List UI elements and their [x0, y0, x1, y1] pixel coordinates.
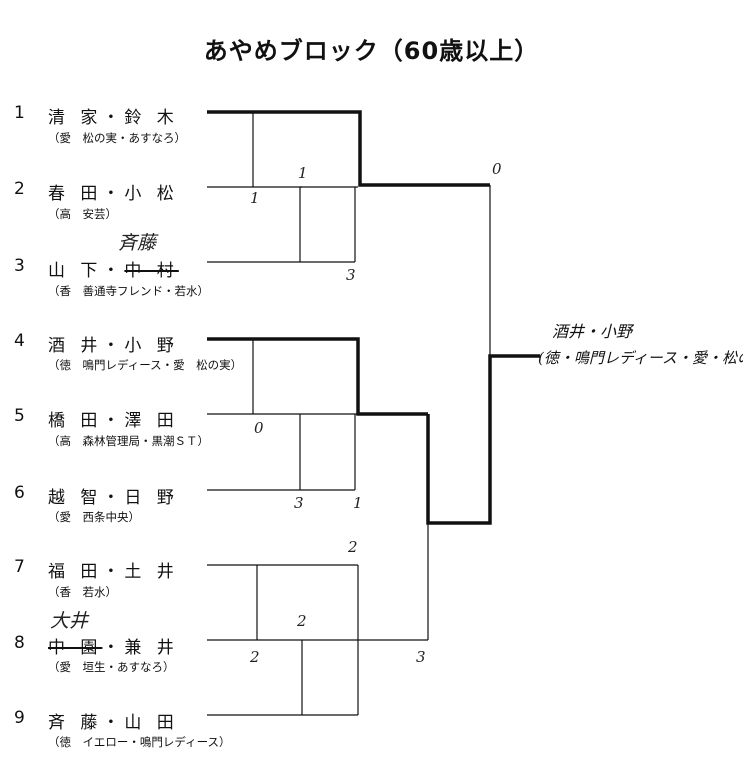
player-3-handwritten-correction: 斉藤 — [118, 232, 157, 254]
score-p56-bottom: 3 — [294, 494, 304, 512]
page-title: あやめブロック（60歳以上） — [203, 37, 540, 65]
score-p78-mid: 2 — [297, 612, 307, 630]
player-3-number: 3 — [14, 256, 25, 276]
player-1-number: 1 — [14, 103, 25, 123]
player-3-name: 山 下・中 村 — [48, 256, 179, 281]
bracket-lines — [207, 111, 491, 716]
player-6-club: （愛 西条中央） — [48, 510, 140, 524]
player-8-name-struck: 中 園 — [48, 638, 103, 658]
player-4-name: 酒 井・小 野 — [48, 336, 179, 356]
score-p1-vs-p23-top: 1 — [298, 164, 308, 182]
player-3-name-prefix: 山 下・ — [48, 261, 125, 281]
player-5-name: 橋 田・澤 田 — [48, 411, 179, 431]
score-semifinal-bottom: 3 — [416, 648, 426, 666]
player-8-club: （愛 垣生・あすなろ） — [48, 660, 175, 674]
score-p2-vs-p3-top: 1 — [250, 189, 260, 207]
player-9-club: （徳 イエロー・鳴門レディース） — [48, 735, 231, 749]
player-4-club: （徳 鳴門レディース・愛 松の実） — [48, 358, 243, 372]
winner-path — [207, 110, 540, 525]
player-6-number: 6 — [14, 483, 25, 503]
score-p78-top: 2 — [348, 538, 358, 556]
score-final-top: 0 — [492, 160, 502, 178]
score-p56-right: 1 — [353, 494, 363, 512]
player-3-name-struck: 中 村 — [124, 261, 179, 281]
winner-club: (徳・鳴門レディース・愛・松の実 — [538, 349, 743, 367]
player-7-name: 福 田・土 井 — [48, 562, 179, 582]
player-6-name: 越 智・日 野 — [48, 488, 179, 508]
score-p5: 0 — [254, 419, 264, 437]
score-p78-left: 2 — [250, 648, 260, 666]
player-8-number: 8 — [14, 633, 25, 653]
player-2-name: 春 田・小 松 — [48, 184, 179, 204]
player-9-number: 9 — [14, 708, 25, 728]
player-7-club: （香 若水） — [48, 585, 117, 599]
winner-path-p1 — [207, 110, 490, 187]
player-3-club: （香 善通寺フレンド・若水） — [48, 284, 209, 298]
player-1-name: 清 家・鈴 木 — [48, 108, 179, 128]
player-9-name: 斉 藤・山 田 — [48, 713, 179, 733]
player-4-number: 4 — [14, 331, 25, 351]
winner-path-p4 — [207, 337, 428, 416]
player-2-club: （高 安芸） — [48, 207, 117, 221]
player-8-name: 中 園・兼 井 — [48, 633, 179, 658]
player-2-number: 2 — [14, 179, 25, 199]
winner-path-final — [426, 354, 540, 525]
player-1-club: （愛 松の実・あすなろ） — [48, 131, 186, 145]
player-5-club: （高 森林管理局・黒潮ＳＴ） — [48, 434, 209, 448]
player-8-name-suffix: ・兼 井 — [102, 638, 179, 658]
player-5-number: 5 — [14, 406, 25, 426]
player-7-number: 7 — [14, 557, 25, 577]
winner-name: 酒井・小野 — [552, 322, 633, 341]
player-8-handwritten-correction: 大井 — [50, 610, 89, 632]
score-p2-vs-p3-bottom: 3 — [346, 266, 356, 284]
